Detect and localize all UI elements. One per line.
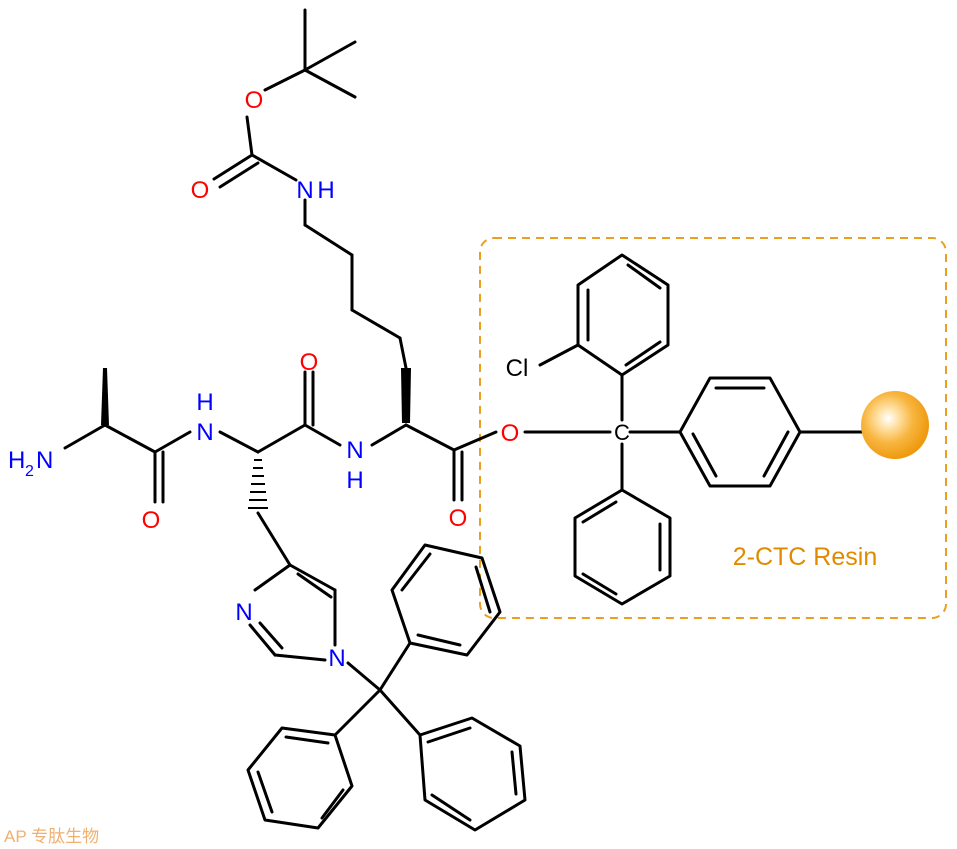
oxygen-ester: O [501, 420, 520, 447]
resin-label: 2-CTC Resin [733, 543, 877, 571]
oxygen-boc-ether: O [245, 87, 264, 114]
oxygen-his-carbonyl: O [300, 349, 319, 376]
bond-skeleton [63, 8, 864, 832]
amide-lys-n: N [346, 437, 363, 464]
chlorine-atom: Cl [506, 355, 529, 382]
amine-subscript: 2 [25, 463, 34, 480]
boc-nh-h: H [317, 177, 334, 204]
amine-n: N [36, 447, 53, 474]
amide-his-n: N [196, 419, 213, 446]
amine-h: H [8, 447, 25, 474]
amide-lys-h: H [346, 467, 363, 494]
boc-nh-n: N [296, 177, 313, 204]
trityl-center-carbon: C [614, 420, 630, 445]
oxygen-lys-carbonyl: O [449, 505, 468, 532]
resin-frame [479, 237, 947, 619]
oxygen-ala-carbonyl: O [142, 507, 161, 534]
amide-his-h: H [196, 389, 213, 416]
oxygen-boc-carbonyl: O [191, 177, 210, 204]
hash-his [248, 459, 268, 509]
imidazole-n-left: N [235, 599, 252, 626]
watermark-logo: AP 专肽生物 [4, 827, 99, 846]
wedge-ala [101, 368, 109, 425]
imidazole-n-trityl: N [328, 645, 345, 672]
resin-bead [861, 391, 929, 459]
wedge-lys [401, 368, 411, 423]
